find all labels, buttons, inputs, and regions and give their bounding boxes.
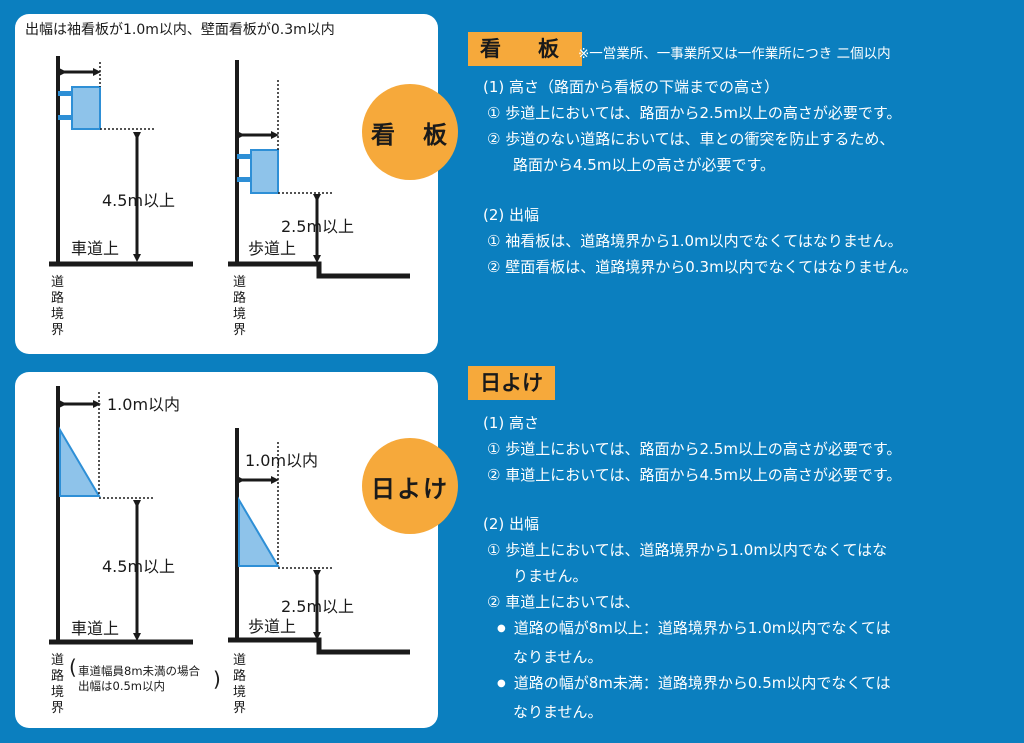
sign-bracket-upper: [58, 91, 72, 96]
awning-width-rules: (2) 出幅 ① 歩道上においては、道路境界から1.0m以内でなくてはな りませ…: [483, 511, 891, 725]
awning-diagram-panel: 1.0m以内 4.5m以上 車道上 道路境界 ( 車道幅員8m未満の場合 出幅は…: [15, 372, 438, 728]
boundary-label-left: 道路境界: [51, 653, 64, 716]
boundary-label-left: 道路境界: [51, 275, 64, 338]
svg-text:): ): [213, 667, 221, 691]
rule-item: ② 壁面看板は、道路境界から0.3m以内でなくてはなりません。: [487, 258, 918, 276]
narrow-road-note-2: 出幅は0.5m以内: [78, 679, 165, 693]
rule-item: 路面から4.5m以上の高さが必要です。: [513, 156, 775, 174]
height-label-right: 2.5m以上: [281, 217, 354, 236]
signboard-width-rules: (2) 出幅 ① 袖看板は、道路境界から1.0m以内でなくてはなりません。 ② …: [483, 202, 918, 280]
protruding-sign: [71, 86, 101, 130]
rule-item: ① 歩道上においては、路面から2.5m以上の高さが必要です。: [487, 104, 902, 122]
sidewalk-ground: [228, 637, 410, 655]
height-label-left: 4.5m以上: [102, 557, 175, 576]
rule-item: ② 車道上においては、路面から4.5m以上の高さが必要です。: [487, 466, 902, 484]
sidewalk-ground: [228, 261, 410, 279]
rule-item: ① 歩道上においては、道路境界から1.0m以内でなくてはな: [487, 541, 888, 559]
signboard-diagram-panel: 出幅は袖看板が1.0m以内、壁面看板が0.3m以内 4.5m以上 車道上 道路境…: [15, 14, 438, 354]
rule-item: ② 車道上においては、: [487, 593, 640, 611]
narrow-road-note-1: 車道幅員8m未満の場合: [78, 664, 201, 678]
awning-right: [238, 496, 280, 567]
rule-item: ① 歩道上においては、路面から2.5m以上の高さが必要です。: [487, 440, 902, 458]
height-heading: (1) 高さ（路面から看板の下端までの高さ）: [483, 78, 780, 96]
wall-sign: [250, 149, 279, 194]
ground-label-right: 歩道上: [248, 239, 296, 258]
height-heading: (1) 高さ: [483, 414, 540, 432]
awning-section-title: 日よけ: [468, 366, 555, 400]
width-heading: (2) 出幅: [483, 515, 540, 533]
width-label-left: 1.0m以内: [107, 395, 180, 414]
boundary-label-right: 道路境界: [233, 275, 246, 338]
width-label-right: 1.0m以内: [245, 451, 318, 470]
awning-diagram: 1.0m以内 4.5m以上 車道上 道路境界 ( 車道幅員8m未満の場合 出幅は…: [49, 386, 410, 716]
rule-item: ② 歩道のない道路においては、車との衝突を防止するため、: [487, 130, 895, 148]
width-heading: (2) 出幅: [483, 206, 540, 224]
signboard-limit-note: ※一営業所、一事業所又は一作業所につき 二個以内: [578, 46, 891, 62]
bullet-item: 道路の幅が8m未満：道路境界から0.5m以内でなくては: [483, 670, 891, 699]
signboard-section-title: 看 板: [468, 32, 582, 66]
bullet-item: 道路の幅が8m以上：道路境界から1.0m以内でなくては: [483, 615, 891, 644]
diagram-caption: 出幅は袖看板が1.0m以内、壁面看板が0.3m以内: [25, 22, 335, 38]
awning-left: [59, 426, 101, 497]
rule-item: なりません。: [513, 703, 603, 721]
awning-badge: 日よけ: [362, 438, 458, 534]
signboard-height-rules: (1) 高さ（路面から看板の下端までの高さ） ① 歩道上においては、路面から2.…: [483, 74, 901, 178]
height-label-right: 2.5m以上: [281, 597, 354, 616]
rule-item: ① 袖看板は、道路境界から1.0m以内でなくてはなりません。: [487, 232, 903, 250]
rule-item: りません。: [513, 567, 588, 585]
ground-label-left: 車道上: [71, 239, 119, 258]
rule-item: なりません。: [513, 648, 603, 666]
boundary-label-right: 道路境界: [233, 653, 246, 716]
sign-bracket-lower: [58, 115, 72, 120]
signboard-badge: 看 板: [362, 84, 458, 180]
ground-label-left: 車道上: [71, 619, 119, 638]
signboard-diagram: 出幅は袖看板が1.0m以内、壁面看板が0.3m以内 4.5m以上 車道上 道路境…: [25, 22, 410, 338]
svg-text:(: (: [69, 655, 77, 679]
height-label-left: 4.5m以上: [102, 191, 175, 210]
awning-height-rules: (1) 高さ ① 歩道上においては、路面から2.5m以上の高さが必要です。 ② …: [483, 410, 901, 488]
ground-label-right: 歩道上: [248, 617, 296, 636]
